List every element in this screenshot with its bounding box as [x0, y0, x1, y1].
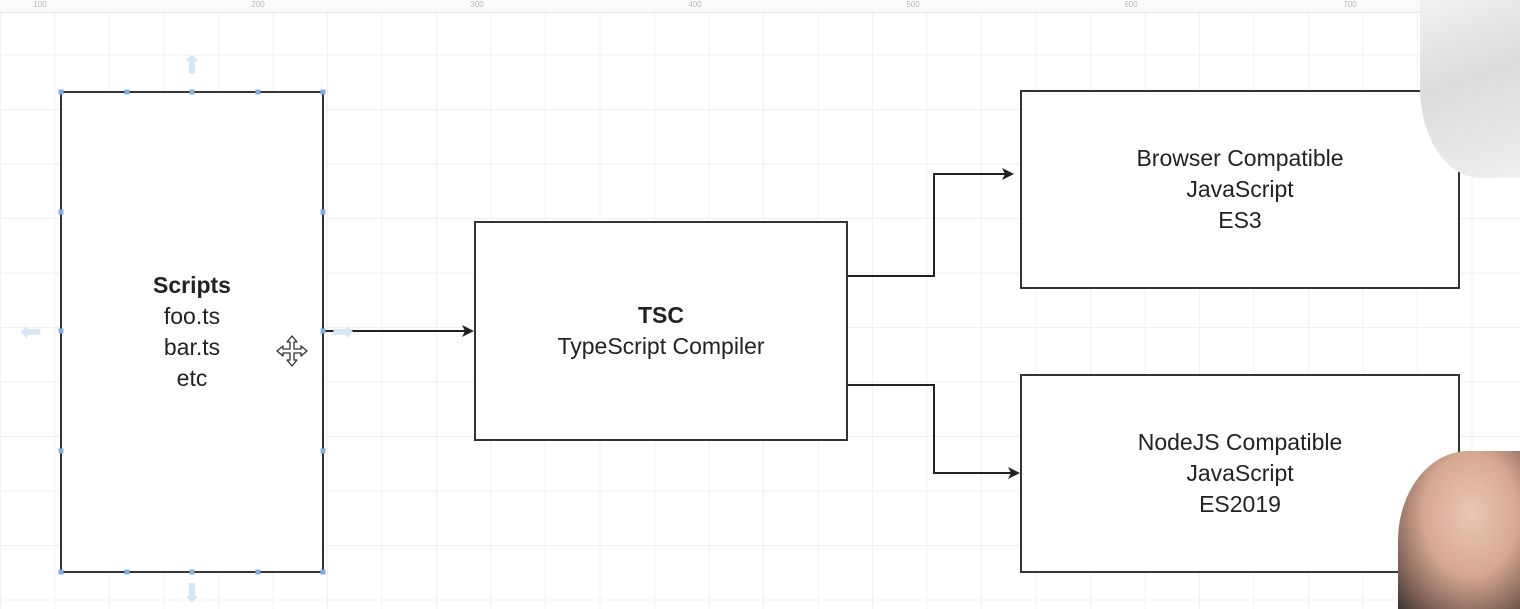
expand-up-arrow-icon[interactable]: ⬆ — [181, 50, 203, 80]
ruler-tick: 400 — [688, 0, 702, 9]
decorative-statue-image — [1420, 0, 1520, 178]
expand-right-arrow-icon[interactable]: ➡ — [332, 316, 354, 346]
resize-handle-w[interactable] — [58, 209, 64, 215]
resize-handle-nw[interactable] — [58, 89, 64, 95]
resize-handle-sw[interactable] — [58, 569, 64, 575]
resize-handle-s[interactable] — [255, 569, 261, 575]
edge-tsc-to-browser[interactable] — [848, 168, 1014, 277]
browser-line: JavaScript — [1186, 176, 1294, 202]
expand-down-arrow-icon[interactable]: ⬇ — [181, 578, 203, 608]
expand-left-arrow-icon[interactable]: ⬅ — [20, 316, 42, 346]
resize-handle-se[interactable] — [320, 569, 326, 575]
tsc-title: TSC — [638, 302, 684, 328]
nodejs-line: ES2019 — [1199, 491, 1281, 517]
resize-handle-n[interactable] — [124, 89, 130, 95]
top-ruler: 100 200 300 400 500 600 700 — [0, 0, 1520, 13]
resize-handle-e[interactable] — [320, 448, 326, 454]
resize-handle-s[interactable] — [189, 569, 195, 575]
browser-js-node[interactable]: Browser Compatible JavaScript ES3 — [1020, 90, 1460, 289]
ruler-tick: 500 — [906, 0, 920, 9]
ruler-tick: 600 — [1124, 0, 1138, 9]
resize-handle-n[interactable] — [255, 89, 261, 95]
browser-line: ES3 — [1218, 207, 1262, 233]
tsc-subtitle: TypeScript Compiler — [557, 333, 765, 359]
tsc-node[interactable]: TSC TypeScript Compiler — [474, 221, 848, 441]
scripts-node[interactable]: Scripts foo.ts bar.ts etc — [60, 91, 324, 573]
scripts-line: etc — [176, 365, 208, 391]
resize-handle-e[interactable] — [320, 328, 326, 334]
webcam-overlay — [1398, 451, 1520, 609]
resize-handle-w[interactable] — [58, 448, 64, 454]
ruler-tick: 200 — [251, 0, 265, 9]
nodejs-node[interactable]: NodeJS Compatible JavaScript ES2019 — [1020, 374, 1460, 573]
resize-handle-w[interactable] — [58, 328, 64, 334]
nodejs-line: JavaScript — [1186, 460, 1294, 486]
resize-handle-e[interactable] — [320, 209, 326, 215]
scripts-line: bar.ts — [163, 334, 221, 360]
ruler-tick: 300 — [470, 0, 484, 9]
scripts-title: Scripts — [153, 272, 231, 298]
ruler-tick: 700 — [1343, 0, 1357, 9]
ruler-tick: 100 — [33, 0, 47, 9]
scripts-line: foo.ts — [163, 303, 221, 329]
nodejs-line: NodeJS Compatible — [1137, 429, 1343, 455]
resize-handle-s[interactable] — [124, 569, 130, 575]
resize-handle-ne[interactable] — [320, 89, 326, 95]
edge-tsc-to-node[interactable] — [848, 384, 1020, 479]
move-cursor-icon — [276, 335, 308, 367]
browser-line: Browser Compatible — [1136, 145, 1344, 171]
resize-handle-n[interactable] — [189, 89, 195, 95]
